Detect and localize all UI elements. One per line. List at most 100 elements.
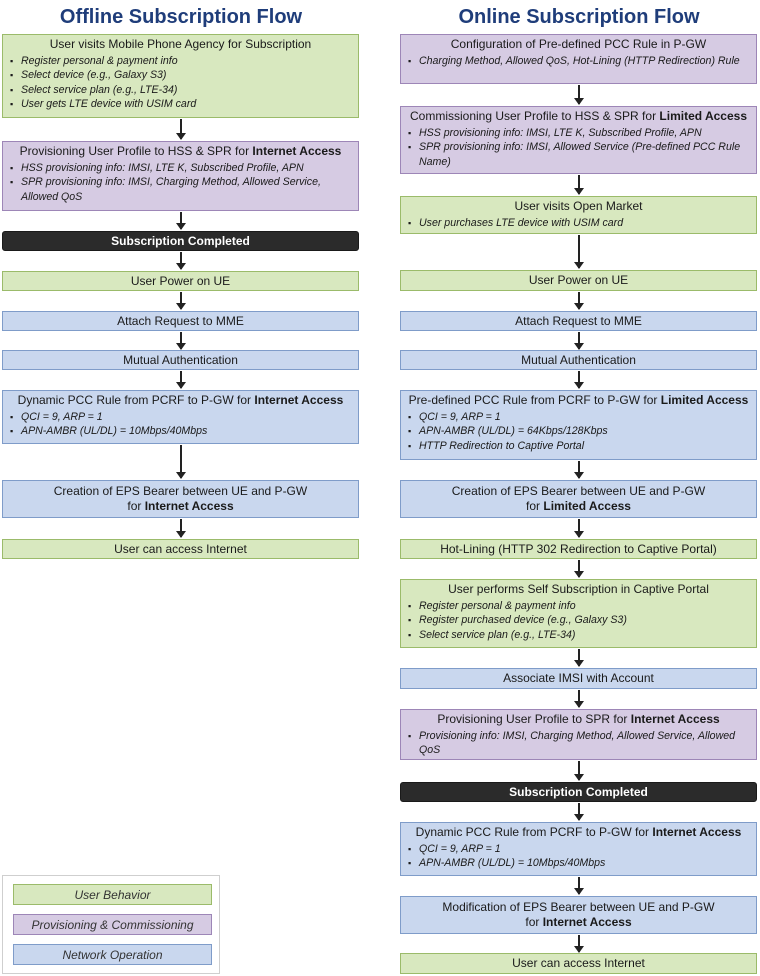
offline-eps-bearer-line2: for Internet Access [127,499,234,513]
online-associate-imsi-box: Associate IMSI with Account [400,668,757,689]
online-subscription-completed-bar: Subscription Completed [400,782,757,802]
online-config-pcc-title: Configuration of Pre-defined PCC Rule in… [450,37,707,51]
online-provision-spr-box: Provisioning User Profile to SPR for Int… [400,709,757,760]
offline-mutual-auth-box: Mutual Authentication [2,350,359,370]
offline-attach-request-box: Attach Request to MME [2,311,359,331]
offline-visit-agency-list: Register personal & payment info Select … [9,54,352,111]
offline-eps-bearer-line1: Creation of EPS Bearer between UE and P-… [53,484,308,498]
offline-provision-box: Provisioning User Profile to HSS & SPR f… [2,141,359,211]
flow-arrow [574,461,584,479]
offline-eps-bearer-box: Creation of EPS Bearer between UE and P-… [2,480,359,518]
flow-arrow [176,119,186,140]
flow-arrow [574,332,584,350]
list-item: Charging Method, Allowed QoS, Hot-Lining… [408,54,750,68]
online-access-internet-box: User can access Internet [400,953,757,974]
flow-arrow [574,935,584,953]
offline-dynamic-pcc-box: Dynamic PCC Rule from PCRF to P-GW for I… [2,390,359,444]
list-item: APN-AMBR (UL/DL) = 10Mbps/40Mbps [408,856,750,870]
online-commission-list: HSS provisioning info: IMSI, LTE K, Subs… [407,126,750,169]
list-item: Register purchased device (e.g., Galaxy … [408,613,750,627]
list-item: HSS provisioning info: IMSI, LTE K, Subs… [10,161,352,175]
list-item: User gets LTE device with USIM card [10,97,352,111]
online-self-subscription-box: User performs Self Subscription in Capti… [400,579,757,648]
legend-provisioning-commissioning: Provisioning & Commissioning [13,914,212,935]
online-modify-bearer-line1: Modification of EPS Bearer between UE an… [442,900,715,914]
offline-access-internet-box: User can access Internet [2,539,359,559]
flow-arrow [574,877,584,895]
list-item: QCI = 9, ARP = 1 [408,410,750,424]
offline-provision-title: Provisioning User Profile to HSS & SPR f… [19,144,342,158]
flow-arrow [574,690,584,708]
online-modify-bearer-box: Modification of EPS Bearer between UE an… [400,896,757,934]
online-config-pcc-box: Configuration of Pre-defined PCC Rule in… [400,34,757,84]
list-item: User purchases LTE device with USIM card [408,216,750,230]
flow-arrow [574,803,584,821]
offline-provision-list: HSS provisioning info: IMSI, LTE K, Subs… [9,161,352,204]
online-commission-title: Commissioning User Profile to HSS & SPR … [409,109,747,123]
flow-arrow [574,519,584,538]
list-item: Register personal & payment info [10,54,352,68]
list-item: HSS provisioning info: IMSI, LTE K, Subs… [408,126,750,140]
flow-arrow [176,445,186,479]
offline-power-on-box: User Power on UE [2,271,359,291]
offline-visit-agency-title: User visits Mobile Phone Agency for Subs… [49,37,312,51]
offline-dynamic-pcc-title: Dynamic PCC Rule from PCRF to P-GW for I… [17,393,344,407]
list-item: QCI = 9, ARP = 1 [408,842,750,856]
online-open-market-box: User visits Open Market User purchases L… [400,196,757,234]
online-open-market-list: User purchases LTE device with USIM card [407,216,750,230]
flow-arrow [176,212,186,230]
flow-arrow [176,252,186,270]
online-dynamic-pcc-title: Dynamic PCC Rule from PCRF to P-GW for I… [415,825,742,839]
online-eps-bearer-line2: for Limited Access [526,499,631,513]
flow-arrow [176,371,186,389]
online-hotlining-box: Hot-Lining (HTTP 302 Redirection to Capt… [400,539,757,559]
online-eps-bearer-box: Creation of EPS Bearer between UE and P-… [400,480,757,518]
flow-arrow [574,649,584,667]
online-open-market-title: User visits Open Market [514,199,643,213]
online-self-subscription-list: Register personal & payment info Registe… [407,599,750,642]
flow-arrow [574,292,584,310]
list-item: SPR provisioning info: IMSI, Allowed Ser… [408,140,750,169]
list-item: Provisioning info: IMSI, Charging Method… [408,729,750,758]
online-flow-title: Online Subscription Flow [458,6,700,28]
flow-arrow [574,235,584,269]
online-eps-bearer-line1: Creation of EPS Bearer between UE and P-… [451,484,706,498]
online-power-on-box: User Power on UE [400,270,757,291]
online-predefined-pcc-list: QCI = 9, ARP = 1 APN-AMBR (UL/DL) = 64Kb… [407,410,750,453]
list-item: APN-AMBR (UL/DL) = 10Mbps/40Mbps [10,424,352,438]
online-provision-spr-title: Provisioning User Profile to SPR for Int… [437,712,720,726]
online-dynamic-pcc-box: Dynamic PCC Rule from PCRF to P-GW for I… [400,822,757,876]
online-modify-bearer-line2: for Internet Access [525,915,632,929]
legend: User Behavior Provisioning & Commissioni… [2,875,220,974]
list-item: Register personal & payment info [408,599,750,613]
offline-dynamic-pcc-list: QCI = 9, ARP = 1 APN-AMBR (UL/DL) = 10Mb… [9,410,352,439]
list-item: Select service plan (e.g., LTE-34) [10,83,352,97]
flow-arrow [574,761,584,781]
list-item: HTTP Redirection to Captive Portal [408,439,750,453]
online-self-subscription-title: User performs Self Subscription in Capti… [448,582,709,596]
legend-user-behavior: User Behavior [13,884,212,905]
flow-arrow [574,371,584,389]
online-provision-spr-list: Provisioning info: IMSI, Charging Method… [407,729,750,758]
flow-arrow [574,560,584,578]
online-commission-box: Commissioning User Profile to HSS & SPR … [400,106,757,174]
online-mutual-auth-box: Mutual Authentication [400,350,757,370]
flow-arrow [574,175,584,195]
flow-arrow [176,332,186,350]
online-attach-request-box: Attach Request to MME [400,311,757,331]
list-item: Select device (e.g., Galaxy S3) [10,68,352,82]
online-dynamic-pcc-list: QCI = 9, ARP = 1 APN-AMBR (UL/DL) = 10Mb… [407,842,750,871]
offline-flow-title: Offline Subscription Flow [59,6,303,28]
online-config-pcc-list: Charging Method, Allowed QoS, Hot-Lining… [407,54,750,68]
online-predefined-pcc-title: Pre-defined PCC Rule from PCRF to P-GW f… [408,393,749,407]
list-item: Select service plan (e.g., LTE-34) [408,628,750,642]
online-predefined-pcc-box: Pre-defined PCC Rule from PCRF to P-GW f… [400,390,757,460]
list-item: SPR provisioning info: IMSI, Charging Me… [10,175,352,204]
legend-network-operation: Network Operation [13,944,212,965]
flow-arrow [574,85,584,105]
flow-arrow [176,519,186,538]
list-item: APN-AMBR (UL/DL) = 64Kbps/128Kbps [408,424,750,438]
flow-arrow [176,292,186,310]
offline-subscription-completed-bar: Subscription Completed [2,231,359,251]
offline-visit-agency-box: User visits Mobile Phone Agency for Subs… [2,34,359,118]
